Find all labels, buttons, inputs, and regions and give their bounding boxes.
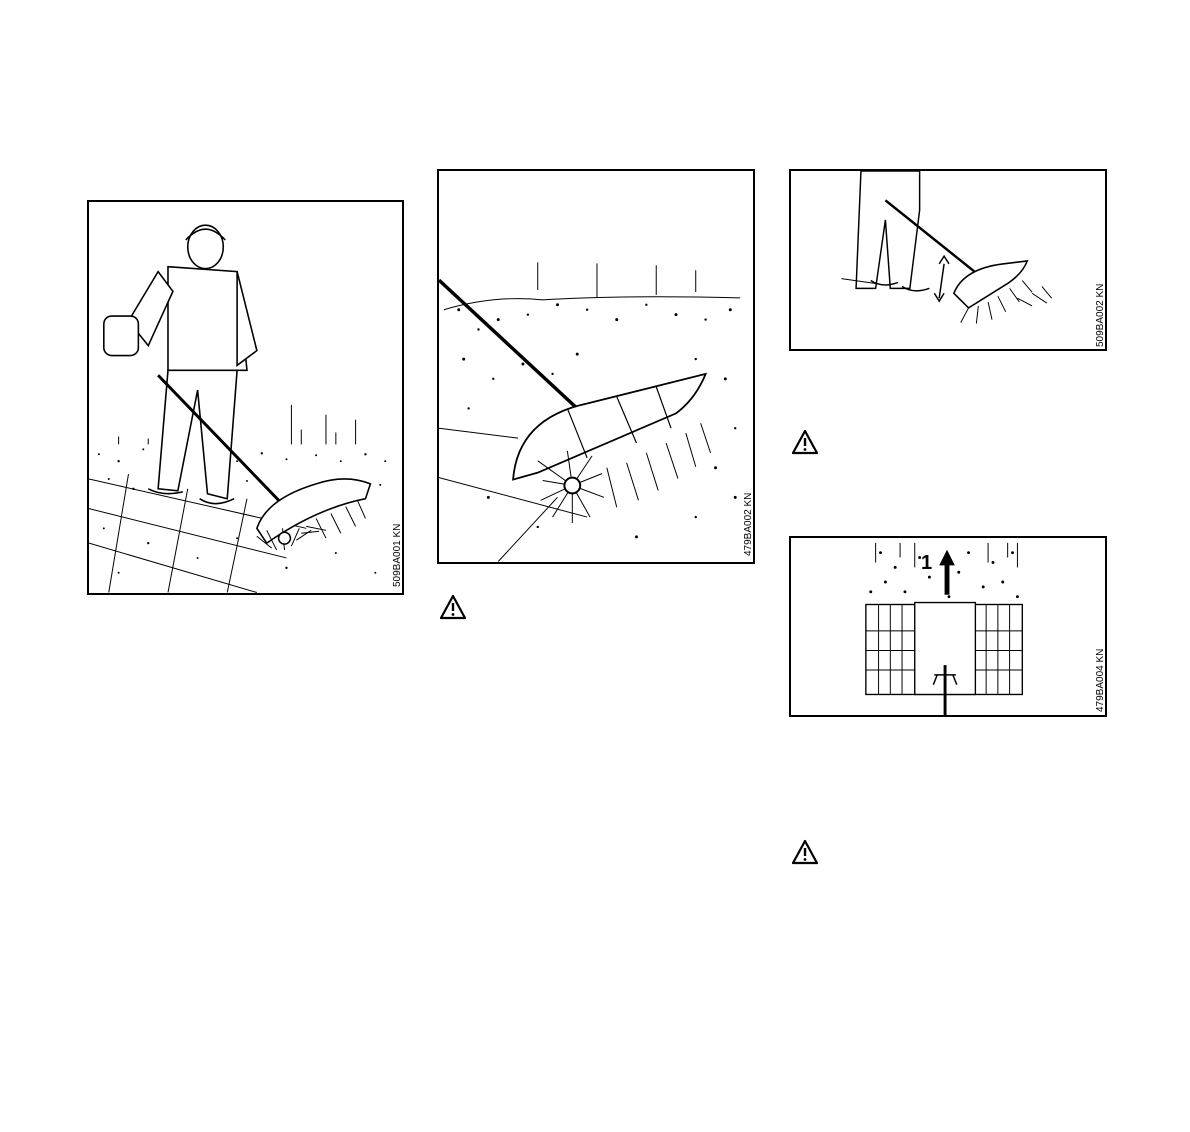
warning-triangle-icon — [791, 429, 819, 455]
warning-triangle-icon — [439, 594, 467, 620]
direction-topview-illustration — [791, 538, 1105, 715]
figure-code: 509BA001 KN — [392, 524, 403, 587]
figure-direction-topview: 1 479BA004 KN — [789, 536, 1107, 717]
figure-code: 509BA002 KN — [1095, 284, 1106, 347]
brush-closeup-illustration — [439, 171, 753, 562]
height-adjust-illustration — [791, 171, 1105, 349]
warning-triangle-icon — [791, 839, 819, 865]
direction-callout: 1 — [921, 552, 932, 575]
sweeper-operator-illustration — [89, 202, 402, 593]
figure-sweeper-operator: 509BA001 KN — [87, 200, 404, 595]
figure-code: 479BA004 KN — [1095, 649, 1106, 712]
figure-brush-closeup: 479BA002 KN — [437, 169, 755, 564]
figure-height-adjust: 509BA002 KN — [789, 169, 1107, 351]
figure-code: 479BA002 KN — [743, 493, 754, 556]
